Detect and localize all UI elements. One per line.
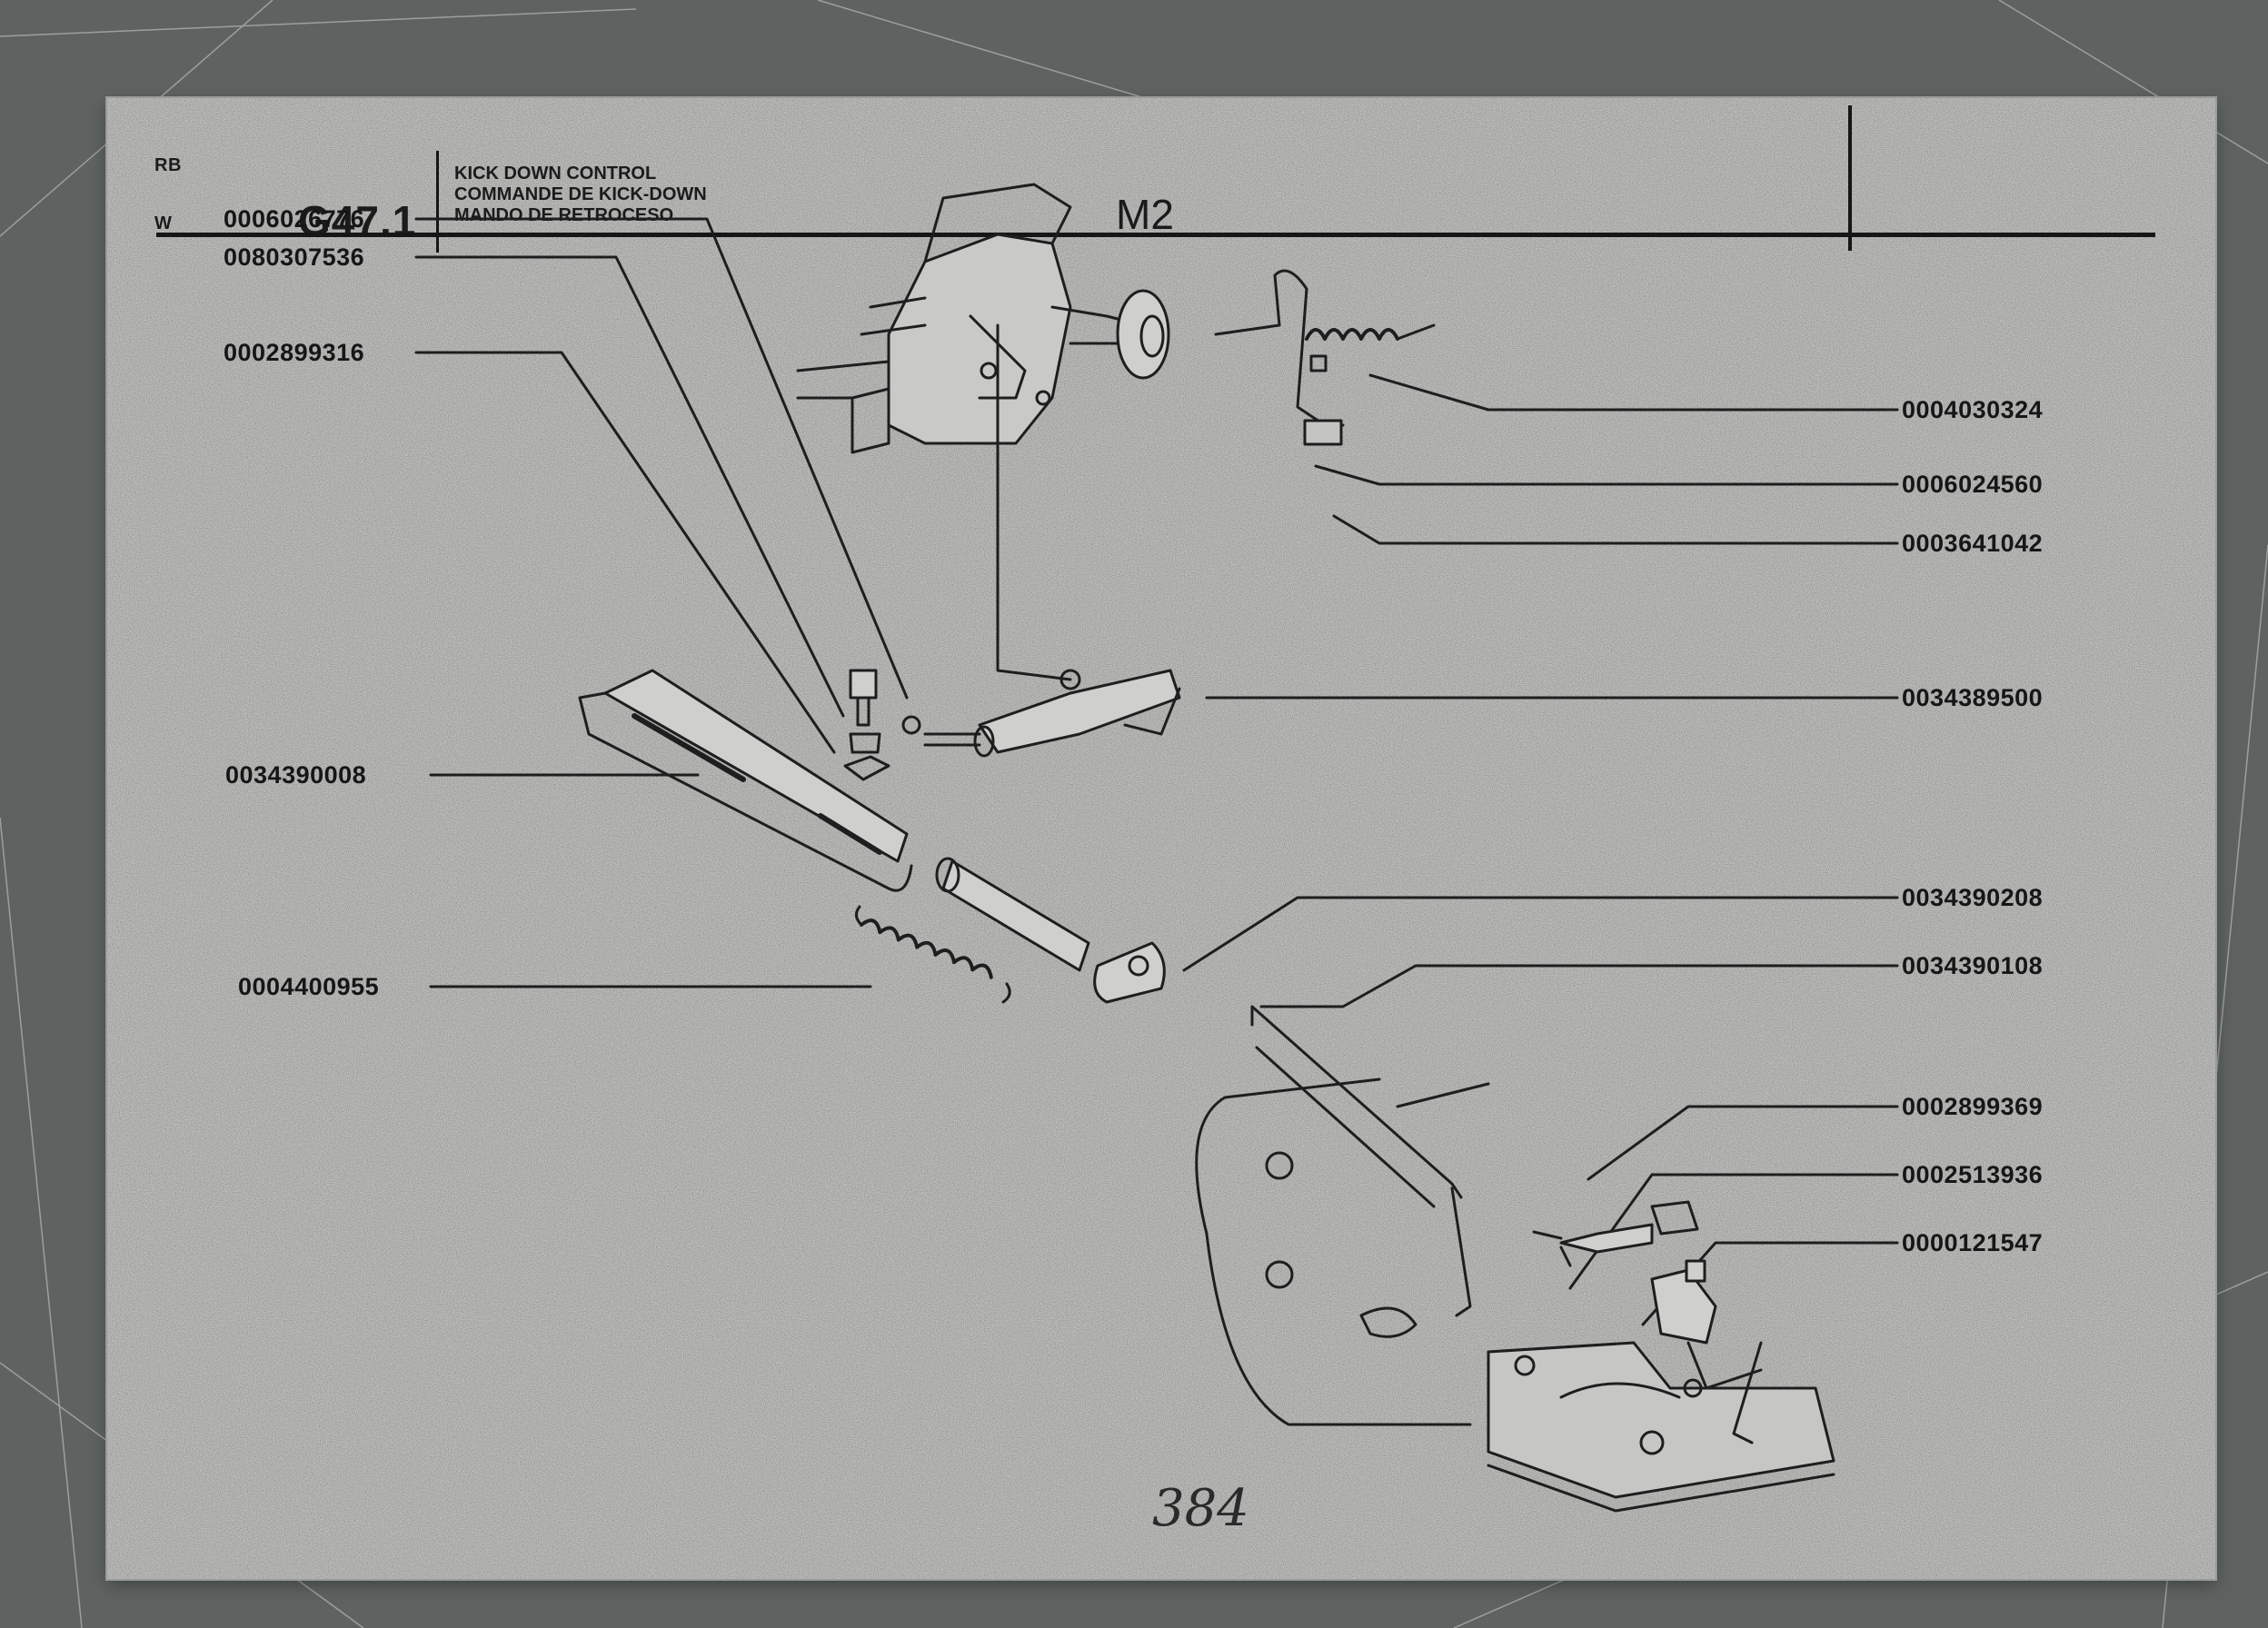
header-divider-right [1848,105,1852,251]
leader-line [1332,514,1899,545]
header-divider [436,151,439,253]
leader-line [1587,1105,1899,1181]
part-label: 0004030324 [1902,396,2044,423]
carburettor [796,183,1170,681]
leader-line [414,217,909,700]
part-label: 0006024560 [1902,471,2044,498]
part-label: 0002899316 [224,339,365,366]
handwritten-page-number: 384 [1152,1479,1249,1538]
kick-down-exploded-diagram [414,183,1899,1513]
leader-line [414,255,845,718]
return-spring [855,905,1011,1004]
guide-tube [578,669,913,892]
model-code-w: W [154,213,173,233]
leader-line [1182,896,1899,972]
transmission-casing [1195,1005,1835,1513]
part-label: 0034390008 [225,761,367,789]
part-label: 0006026776 [224,205,365,233]
leader-line [1368,373,1899,412]
variant-code: M2 [1116,191,1174,238]
part-label: 0034390108 [1902,952,2044,979]
title-english: KICK DOWN CONTROL [454,164,657,184]
washer [1093,941,1166,1004]
part-label: 0080307536 [224,243,365,271]
throttle-bracket [1214,269,1436,446]
part-label: 0002899369 [1902,1093,2044,1120]
part-label: 0000121547 [1902,1229,2044,1256]
part-label: 0002513936 [1902,1161,2044,1188]
short-rod [935,857,1090,972]
kick-down-lever [923,669,1181,758]
leader-line [1314,464,1899,486]
header-rule [156,233,2155,237]
selector-linkage [1532,1200,1763,1444]
part-label: 0004400955 [238,973,380,1000]
model-code-rb: RB [154,155,182,175]
bolt-and-clip [843,669,921,781]
part-label: 0034390208 [1902,884,2044,911]
leader-line [1259,964,1899,1008]
part-label: 0034389500 [1902,684,2044,711]
leader-line [414,351,836,754]
title-french: COMMANDE DE KICK-DOWN [454,184,707,204]
part-label: 0003641042 [1902,530,2044,557]
parts-catalog-page: RB W G47.1 KICK DOWN CONTROL COMMANDE DE… [107,98,2215,1579]
